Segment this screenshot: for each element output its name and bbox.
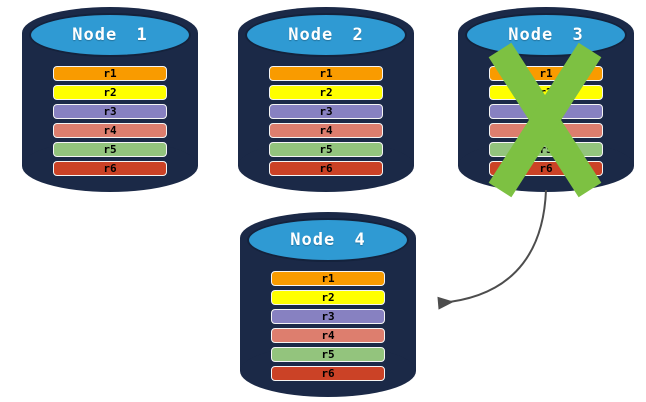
- row-r4: r4: [271, 328, 385, 343]
- row-r6: r6: [269, 161, 383, 176]
- row-r2: r2: [489, 85, 603, 100]
- row-r4: r4: [269, 123, 383, 138]
- node-1-cylinder: Node 1 r1 r2 r3 r4 r5 r6: [22, 7, 198, 192]
- cylinder-cap: Node 4: [247, 218, 409, 262]
- row-r6: r6: [53, 161, 167, 176]
- row-r5: r5: [269, 142, 383, 157]
- row-r1: r1: [271, 271, 385, 286]
- node-4-title: Node 4: [290, 230, 366, 250]
- row-r3: r3: [489, 104, 603, 119]
- row-r4: r4: [489, 123, 603, 138]
- row-r2: r2: [271, 290, 385, 305]
- failover-arrow: [437, 189, 547, 310]
- node-4-cylinder: Node 4 r1 r2 r3 r4 r5 r6: [240, 212, 416, 397]
- row-r6: r6: [489, 161, 603, 176]
- row-r5: r5: [489, 142, 603, 157]
- row-r5: r5: [271, 347, 385, 362]
- row-r3: r3: [271, 309, 385, 324]
- row-r2: r2: [53, 85, 167, 100]
- row-r5: r5: [53, 142, 167, 157]
- row-r1: r1: [489, 66, 603, 81]
- node-1-title: Node 1: [72, 25, 148, 45]
- node-3-cylinder: Node 3 r1 r2 r3 r4 r5 r6: [458, 7, 634, 192]
- row-r3: r3: [269, 104, 383, 119]
- node-2-cylinder: Node 2 r1 r2 r3 r4 r5 r6: [238, 7, 414, 192]
- cylinder-cap: Node 2: [245, 13, 407, 57]
- node-3-rows: r1 r2 r3 r4 r5 r6: [489, 66, 603, 176]
- row-r4: r4: [53, 123, 167, 138]
- row-r6: r6: [271, 366, 385, 381]
- row-r1: r1: [53, 66, 167, 81]
- row-r3: r3: [53, 104, 167, 119]
- row-r2: r2: [269, 85, 383, 100]
- node-2-rows: r1 r2 r3 r4 r5 r6: [269, 66, 383, 176]
- node-3-title: Node 3: [508, 25, 584, 45]
- node-2-title: Node 2: [288, 25, 364, 45]
- cylinder-cap: Node 3: [465, 13, 627, 57]
- cylinder-cap: Node 1: [29, 13, 191, 57]
- row-r1: r1: [269, 66, 383, 81]
- node-4-rows: r1 r2 r3 r4 r5 r6: [271, 271, 385, 381]
- node-1-rows: r1 r2 r3 r4 r5 r6: [53, 66, 167, 176]
